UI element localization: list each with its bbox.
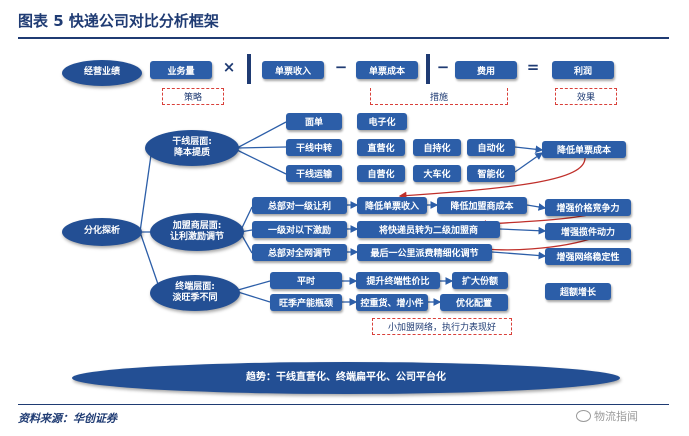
control-heavy-goods-box: 控重货、增小件 bbox=[356, 294, 428, 311]
self-operation-box: 自营化 bbox=[357, 165, 405, 182]
minus-operator-1: − bbox=[334, 58, 348, 76]
watermark: 物流指闻 bbox=[576, 408, 638, 424]
excess-growth-box: 超额增长 bbox=[545, 283, 611, 300]
waybill-box: 面单 bbox=[286, 113, 342, 130]
tier1-incentive-box: 一级对以下激励 bbox=[252, 221, 347, 238]
unit-cost-box: 单票成本 bbox=[356, 61, 418, 79]
times-operator: × bbox=[222, 58, 236, 76]
electronic-box: 电子化 bbox=[357, 113, 407, 130]
equals-operator: = bbox=[526, 58, 540, 76]
direct-operation-box: 直营化 bbox=[357, 139, 405, 156]
unit-revenue-box: 单票收入 bbox=[262, 61, 324, 79]
franchisee-level-node: 加盟商层面: 让利激励调节 bbox=[150, 213, 244, 251]
bracket-left bbox=[247, 54, 251, 84]
off-season-box: 平时 bbox=[270, 272, 342, 289]
measures-label: 措施 bbox=[370, 88, 508, 105]
terminal-value-box: 提升终端性价比 bbox=[356, 272, 440, 289]
expand-share-box: 扩大份额 bbox=[452, 272, 508, 289]
hq-to-tier1-box: 总部对一级让利 bbox=[252, 197, 347, 214]
effect-label: 效果 bbox=[555, 88, 617, 105]
trunk-transport-box: 干线运输 bbox=[286, 165, 342, 182]
profit-box: 利润 bbox=[552, 61, 614, 79]
expense-box: 费用 bbox=[455, 61, 517, 79]
business-volume-box: 业务量 bbox=[150, 61, 212, 79]
large-truck-box: 大车化 bbox=[413, 165, 461, 182]
watermark-text: 物流指闻 bbox=[594, 410, 638, 423]
figure-title: 图表 5 快递公司对比分析框架 bbox=[18, 12, 219, 30]
reduce-unit-revenue-box: 降低单票收入 bbox=[357, 197, 427, 214]
trunk-level-node: 干线层面: 降本提质 bbox=[145, 130, 239, 166]
courier-conversion-box: 将快递员转为二级加盟商 bbox=[357, 221, 500, 238]
intelligent-box: 智能化 bbox=[467, 165, 515, 182]
footer-divider bbox=[18, 404, 669, 405]
minus-operator-2: − bbox=[436, 58, 450, 76]
performance-node: 经营业绩 bbox=[62, 60, 142, 86]
terminal-level-node: 终端层面: 淡旺季不同 bbox=[150, 275, 240, 311]
strategy-label: 策略 bbox=[162, 88, 224, 105]
differentiation-node: 分化探析 bbox=[62, 218, 142, 246]
title-divider bbox=[18, 37, 669, 39]
last-mile-adjust-box: 最后一公里派费精细化调节 bbox=[357, 244, 492, 261]
automation-box: 自动化 bbox=[467, 139, 515, 156]
network-stability-box: 增强网络稳定性 bbox=[545, 248, 631, 265]
peak-capacity-box: 旺季产能瓶颈 bbox=[270, 294, 342, 311]
price-competitiveness-box: 增强价格竞争力 bbox=[545, 199, 631, 216]
source-note: 资料来源：华创证券 bbox=[18, 412, 117, 425]
bracket-right bbox=[426, 54, 430, 84]
trunk-transit-box: 干线中转 bbox=[286, 139, 342, 156]
reduce-unit-cost-box: 降低单票成本 bbox=[542, 141, 626, 158]
wechat-icon bbox=[576, 410, 591, 422]
reduce-franchisee-cost-box: 降低加盟商成本 bbox=[437, 197, 527, 214]
hq-network-adjust-box: 总部对全网调节 bbox=[252, 244, 347, 261]
self-hold-box: 自持化 bbox=[413, 139, 461, 156]
optimize-allocation-box: 优化配置 bbox=[440, 294, 508, 311]
small-franchise-note: 小加盟网络，执行力表现好 bbox=[372, 318, 512, 335]
pickup-motivation-box: 增强揽件动力 bbox=[545, 223, 631, 240]
trend-banner: 趋势：干线直营化、终端扁平化、公司平台化 bbox=[72, 362, 620, 394]
